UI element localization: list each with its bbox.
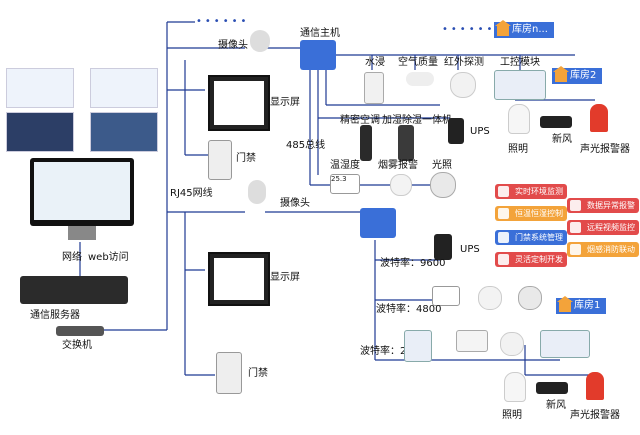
room-n-tag: 库房n... [494,20,554,38]
precision-ac-label: 精密空调 [340,115,380,126]
temp-hum-display-mid [432,286,460,306]
comm-host-label: 通信主机 [300,28,340,39]
feature-tag: 数据异常报警 [567,198,639,213]
ups-top [448,118,464,144]
dashboard-thumb [90,68,158,108]
ups-mid-label: UPS [460,244,480,255]
monitor-stand [68,226,96,240]
light-sensor [430,172,456,198]
ir-sensor-bottom [500,332,524,356]
switch-icon [56,326,104,336]
comm-host-top [300,40,336,70]
rj45-label: RJ45网线 [170,188,213,199]
humidifier-label: 加湿除湿一体机 [382,115,452,126]
door-bottom-label: 门禁 [248,368,268,379]
smoke-sensor [390,174,412,196]
baud-4800-label: 波特率：4800 [376,304,442,315]
light-top-label: 光照 [432,160,452,171]
air-quality-sensor [406,72,434,86]
camera-icon [250,30,270,52]
water-sensor [364,72,384,104]
dashboard-thumb [6,112,74,152]
lighting-bottom-label: 照明 [502,410,522,421]
display-mid [208,252,270,306]
water-label: 水浸 [365,57,385,68]
humidifier [398,125,414,161]
precision-ac [360,125,372,161]
ctrl-module [494,70,546,100]
alarm-top-label: 声光报警器 [580,144,630,155]
fresh-air-top-label: 新风 [552,134,572,145]
display-top-label: 显示屏 [270,97,300,108]
feature-tag: 烟感消防联动 [567,242,639,257]
lighting-top-label: 照明 [508,144,528,155]
door-bottom-icon [216,352,242,394]
fresh-air-bottom-label: 新风 [546,400,566,411]
house-icon [495,20,511,36]
dashboard-thumb [6,68,74,108]
temp-hum-display: 25.3 [330,174,360,194]
bulb-bottom-icon [504,372,526,402]
dots-top-right: ••••••••• [442,24,523,35]
display-mid-label: 显示屏 [270,272,300,283]
room2-tag: 库房2 [552,66,603,84]
web-access-label: web访问 [88,252,129,263]
ups-mid [434,234,452,260]
feature-tag: 门禁系统管理 [495,230,567,245]
air-quality-label: 空气质量 [398,57,438,68]
dots-top-left: •••••• [196,16,250,27]
smoke-label: 烟雾报警 [378,160,418,171]
ir-detect-label: 红外探测 [444,57,484,68]
feature-tag: 灵活定制开发 [495,252,567,267]
ctrl-module-label: 工控模块 [500,57,540,68]
network-label: 网络 [62,252,82,263]
bus-485-label: 485总线 [286,140,326,151]
house-icon [553,66,569,82]
temp-hum-label: 温湿度 [330,160,360,171]
camera-top-label: 摄像头 [218,40,248,51]
display-top [208,75,270,131]
comm-host-mid [360,208,396,238]
door-top-label: 门禁 [236,153,256,164]
sensor-module [404,330,432,362]
fresh-air-icon [540,116,572,128]
dashboard-thumbnails [6,68,164,152]
camera-mid-label: 摄像头 [280,198,310,209]
room1-tag: 库房1 [556,296,607,314]
ctrl-module-bottom [540,330,590,358]
smoke-sensor-mid [478,286,502,310]
camera-mid-icon [248,180,266,204]
dashboard-thumb [90,112,158,152]
baud-9600-label: 波特率：9600 [380,258,446,269]
feature-tag: 远程视频监控 [567,220,639,235]
fresh-air-bottom-icon [536,382,568,394]
door-icon [208,140,232,180]
switch-label: 交换机 [62,340,92,351]
feature-tag: 恒温恒湿控制 [495,206,567,221]
alarm-bottom-label: 声光报警器 [570,410,620,421]
ups-top-label: UPS [470,126,490,137]
feature-tag: 实时环境监测 [495,184,567,199]
comm-server-label: 通信服务器 [30,310,80,321]
baud-2400-label: 波特率：2400 [360,346,426,357]
monitor-icon [30,158,134,226]
ir-sensor [450,72,476,98]
house-icon [557,296,573,312]
alarm-icon [590,104,608,132]
alarm-bottom-icon [586,372,604,400]
server-icon [20,276,128,304]
sensor-module [456,330,488,352]
bulb-icon [508,104,530,134]
light-sensor-mid [518,286,542,310]
